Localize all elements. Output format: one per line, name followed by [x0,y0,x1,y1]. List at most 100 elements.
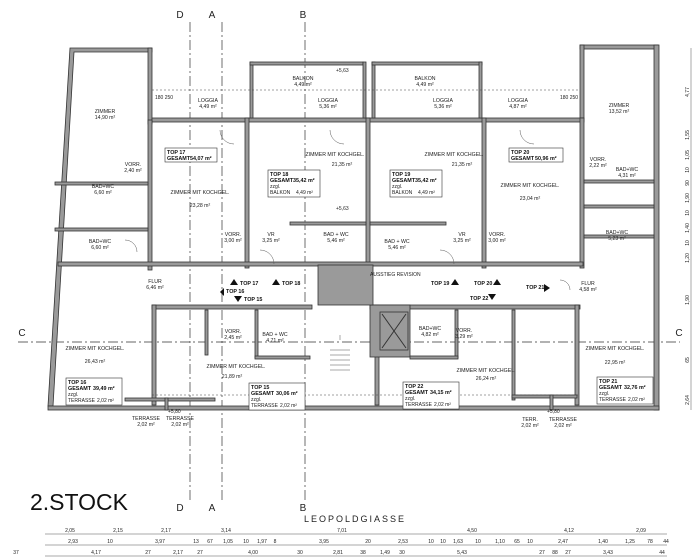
dimension-label: 27 [539,550,545,556]
level-mark: +5,80 [168,409,181,415]
entrance-label: TOP 20 [474,281,492,287]
dimension-label: 10 [685,210,691,216]
label-text: BAD+WC [606,230,629,236]
label-text: 4,49 m² [199,104,217,110]
label-text: zzgl. [270,184,280,190]
label-text: zzgl. [405,396,415,402]
dimension-label: 88 [552,550,558,556]
label-text: 6,60 m² [94,190,112,196]
dimension-label: 7,01 [337,528,347,534]
label-text: LOGGIA [198,98,218,104]
dimension-label: 2,15 [113,528,123,534]
dimension-label: 2,17 [161,528,171,534]
dimension-label: 10 [243,539,249,545]
label-text: 5,36 m² [319,104,337,110]
dimension-label: 1,10 [495,539,505,545]
label-text: GESAMT [392,178,416,184]
label-text: 2,02 m² [521,423,539,429]
dimension-label: 1,63 [453,539,463,545]
axis-d-bottom: D [176,503,183,514]
room-label: BAD + WC5,46 m² [323,232,348,244]
label-text: GESAMT [511,156,535,162]
label-text: 4,58 m² [579,287,597,293]
dimension-label: 3,95 [319,539,329,545]
label-text: ZIMMER MIT KOCHGEL. [171,190,230,196]
room-label: ZIMMER MIT KOCHGEL. 23,28 m² [171,190,230,209]
label-text: FLUR [148,279,162,285]
label-text: BALKON [392,190,413,196]
dimension-label: 1,90 [685,193,691,203]
room-label: VORR.2,22 m² [589,157,607,169]
room-label: VR3,25 m² [262,232,280,244]
room-label: VORR.2,40 m² [124,162,142,174]
label-text: ZIMMER MIT KOCHGEL. [425,152,484,158]
label-text: 13,52 m² [609,109,630,115]
dimension-label: 67 [207,539,213,545]
label-text: ZIMMER [95,109,116,115]
room-label: BAD + WC4,71 m² [262,332,287,344]
dimension-label: 1,20 [685,253,691,263]
label-text: TERRASSE [549,417,578,423]
label-text: GESAMT [270,178,294,184]
dimension-label: 2,53 [398,539,408,545]
label-text: 4,49 m² [418,190,435,196]
dimension-label: 2,93 [68,539,78,545]
dimension-label: 4,50 [467,528,477,534]
dimension-label: 2,17 [173,550,183,556]
label-text: GESAMT [405,390,429,396]
label-text: 23,28 m² [190,203,211,209]
dimension-label: 4,12 [564,528,574,534]
dimension-label: 1,90 [685,295,691,305]
dimension-label: 20 [365,539,371,545]
label-text: 32,76 m² [624,385,646,391]
dimension-label: 1,05 [223,539,233,545]
label-text: 34,15 m² [430,390,452,396]
dimension-label: 30 [399,550,405,556]
dimension-label: 2,05 [65,528,75,534]
label-text: 21,35 m² [332,162,353,168]
label-text: 3,00 m² [224,238,242,244]
label-text: TERRASSE [405,402,433,408]
label-text: BAD+WC [419,326,442,332]
label-text: 14,90 m² [95,115,116,121]
label-text: 5,23 m² [608,236,626,242]
label-text: 2,02 m² [280,403,297,409]
label-text: 2,02 m² [554,423,572,429]
door-note: 180 250 [155,95,173,101]
label-text: VORR. [225,329,241,335]
label-text: 50,96 m² [535,156,557,162]
notes: AUSSTIEG REVISION +5,63 +5,63 +5,80 +5,8… [155,68,578,415]
label-text: VORR. [489,232,505,238]
label-text: GESAMT [167,156,191,162]
floor-title: 2.STOCK [30,489,129,515]
dimension-label: 3,14 [221,528,231,534]
axis-a-top: A [209,10,216,21]
label-text: BAD+WC [616,167,639,173]
dimension-label: 10 [107,539,113,545]
label-text: ZIMMER MIT KOCHGEL. [457,368,516,374]
label-text: ZIMMER MIT KOCHGEL. [66,346,125,352]
entrance-markers: TOP 17 TOP 18 TOP 16 TOP 15 TOP 19 TOP 2… [220,279,550,303]
dimension-label: 1,25 [625,539,635,545]
dimension-label: 1,05 [685,150,691,160]
label-text: BAD + WC [384,239,409,245]
label-text: VR [458,232,465,238]
label-text: 39,49 m² [93,386,115,392]
label-text: 5,46 m² [327,238,345,244]
label-text: 22,95 m² [605,360,626,366]
dimension-label: 1,97 [257,539,267,545]
label-text: LOGGIA [318,98,338,104]
